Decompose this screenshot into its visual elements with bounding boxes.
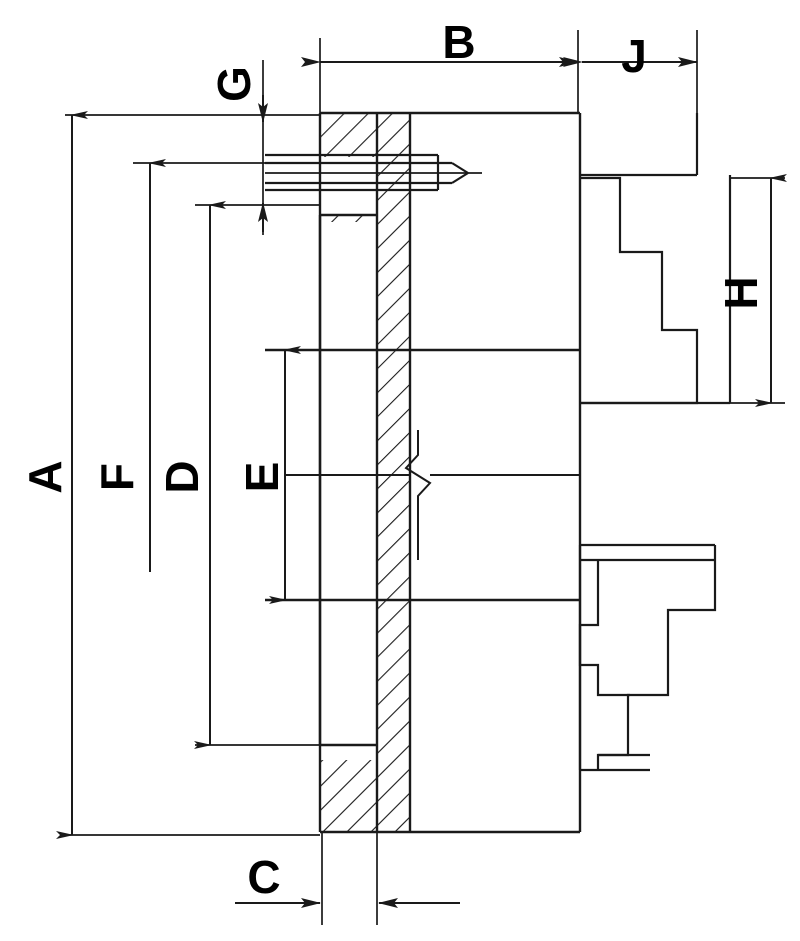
dim-label-C: C (247, 851, 280, 903)
hatch-bottom-flange (320, 760, 377, 832)
dim-label-D: D (156, 460, 208, 493)
break-zigzag (404, 430, 432, 560)
section-hatching-group (320, 113, 410, 832)
upper-jaw-step-outline (580, 176, 699, 405)
dimension-labels-group: A F D E G B J H C (19, 16, 767, 903)
dim-label-G: G (208, 66, 260, 102)
dim-label-J: J (621, 30, 647, 82)
hatch-upper-flange (320, 113, 377, 157)
hatch-body-wall (377, 113, 410, 832)
screw-point-upper (451, 162, 469, 174)
hatch-lower-flange-top (320, 215, 377, 222)
dim-label-B: B (442, 16, 475, 68)
centerline-group (285, 430, 580, 560)
dim-label-A: A (19, 460, 71, 493)
mounting-screw-detail (265, 153, 482, 192)
dim-label-E: E (236, 462, 288, 493)
lower-jaw-inner-step (596, 560, 717, 770)
dimension-lines-group (56, 57, 787, 908)
upper-jaw-profile (580, 113, 732, 405)
dim-label-F: F (91, 463, 143, 491)
screw-point-lower (451, 172, 469, 184)
lower-jaw-step-outline (578, 560, 630, 697)
dim-label-H: H (715, 276, 767, 309)
chuck-body-outline (265, 111, 582, 834)
lower-jaw-profile (578, 543, 717, 772)
